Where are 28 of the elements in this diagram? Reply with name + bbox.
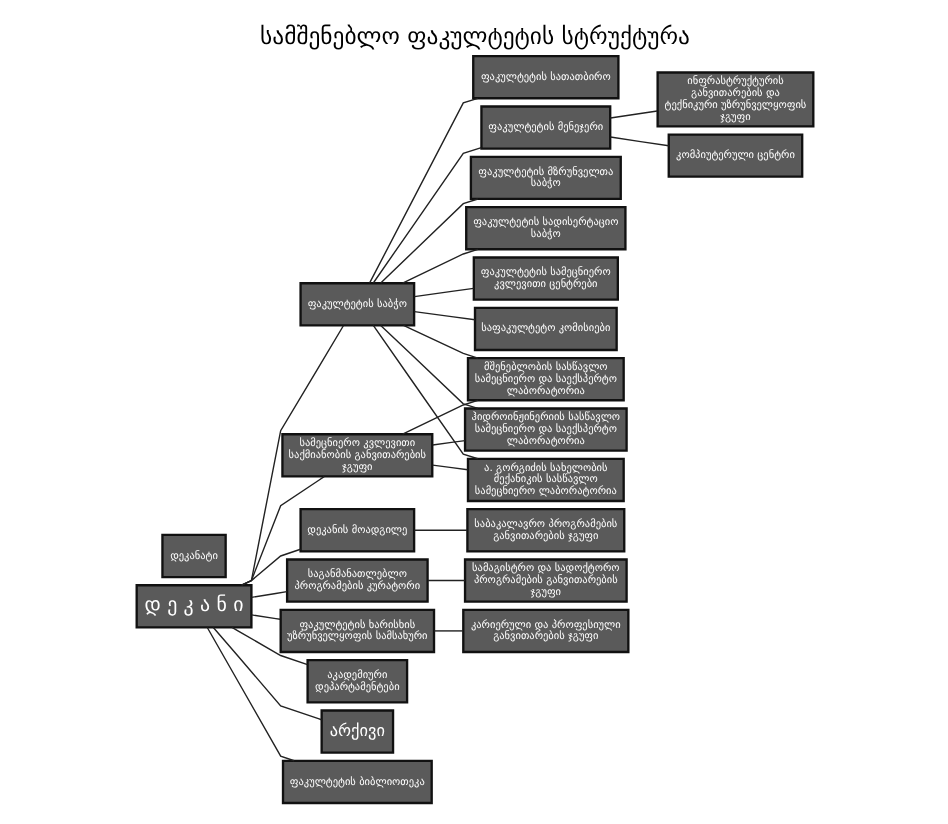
connector <box>400 399 478 435</box>
connector <box>432 630 463 632</box>
connector <box>211 626 322 721</box>
node-box: არქივი <box>319 709 394 754</box>
connector <box>412 529 467 531</box>
connector <box>430 464 468 471</box>
connector <box>239 475 324 586</box>
connector <box>379 198 478 284</box>
connector <box>430 439 465 446</box>
connector <box>249 614 280 620</box>
connector <box>249 590 287 599</box>
connector <box>239 325 344 586</box>
connector <box>401 324 478 359</box>
connector <box>239 548 301 586</box>
diagram-title: სამშენებლო ფაკულტეტის სტრუქტურა <box>259 22 689 51</box>
connector <box>400 248 478 284</box>
connector <box>426 579 465 582</box>
node-box: დ ე კ ა ნ ი <box>134 584 252 629</box>
connector <box>608 136 669 147</box>
connector <box>412 311 475 321</box>
connector <box>371 324 478 460</box>
connector <box>379 324 478 410</box>
connector <box>230 626 308 666</box>
connector <box>608 110 658 119</box>
connector <box>371 146 482 284</box>
connector <box>367 97 478 284</box>
connector <box>412 287 474 298</box>
connector <box>205 626 294 762</box>
